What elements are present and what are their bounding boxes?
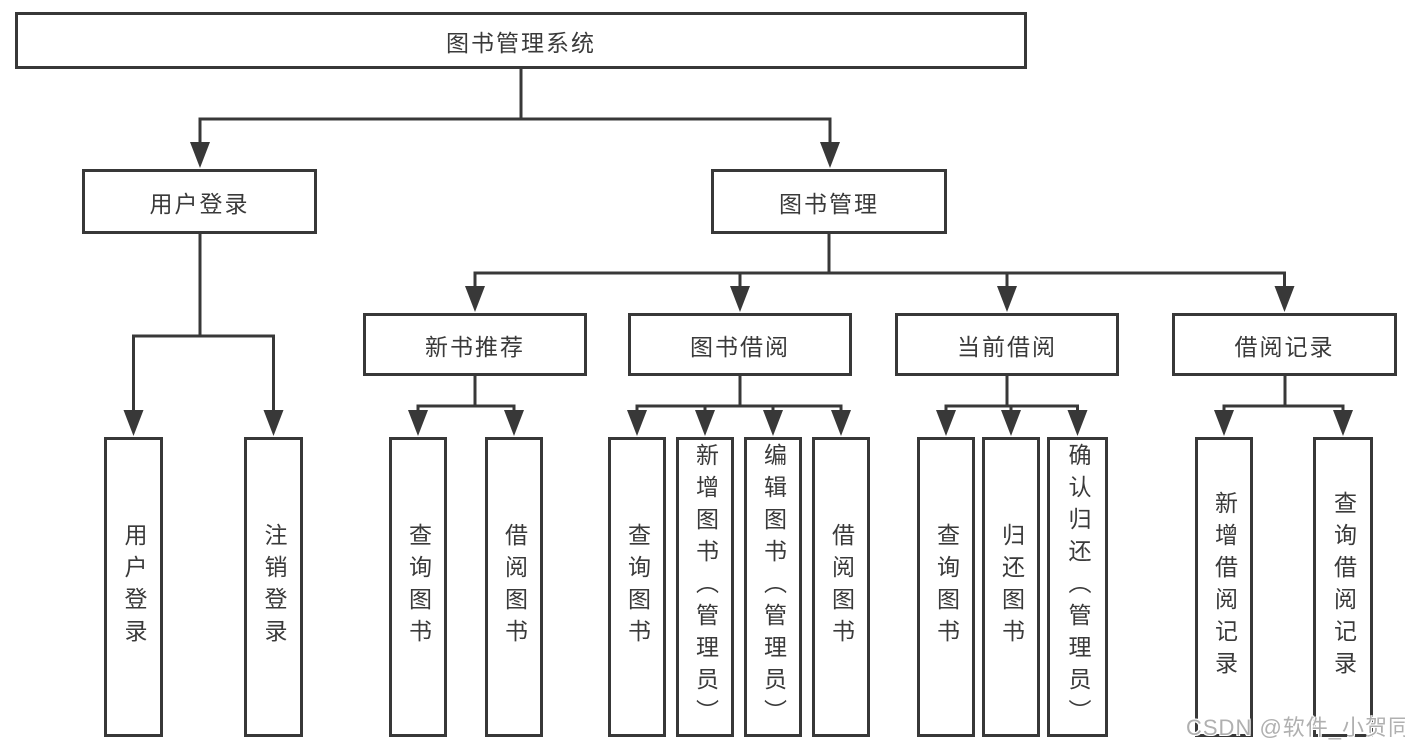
node-current-borrowing: 当前借阅 bbox=[895, 313, 1119, 376]
leaf-query-books-recommend: 查询图书 bbox=[389, 437, 447, 737]
csdn-watermark: CSDN @软件_小贺同学 bbox=[1186, 715, 1405, 740]
node-label: 新增图书（管理员） bbox=[692, 443, 719, 731]
node-label: 图书借阅 bbox=[690, 333, 790, 360]
node-label: 新书推荐 bbox=[425, 333, 525, 360]
leaf-return-books: 归还图书 bbox=[982, 437, 1040, 737]
leaf-logout: 注销登录 bbox=[244, 437, 303, 737]
leaf-query-borrow-record: 查询借阅记录 bbox=[1313, 437, 1373, 737]
leaf-edit-book-admin: 编辑图书（管理员） bbox=[744, 437, 802, 737]
leaf-query-books-current: 查询图书 bbox=[917, 437, 975, 737]
node-book-borrowing: 图书借阅 bbox=[628, 313, 852, 376]
node-user-login: 用户登录 bbox=[82, 169, 317, 234]
node-label: 借阅图书 bbox=[501, 523, 528, 651]
node-label: 归还图书 bbox=[998, 523, 1025, 651]
node-label: 注销登录 bbox=[261, 523, 287, 651]
leaf-confirm-return-admin: 确认归还（管理员） bbox=[1047, 437, 1108, 737]
node-label: 查询图书 bbox=[405, 523, 432, 651]
node-new-book-recommendation: 新书推荐 bbox=[363, 313, 587, 376]
node-label: 查询图书 bbox=[933, 523, 960, 651]
node-label: 用户登录 bbox=[149, 190, 250, 217]
node-label: 查询图书 bbox=[624, 523, 651, 651]
node-label: 借阅记录 bbox=[1234, 333, 1335, 360]
node-label: 查询借阅记录 bbox=[1330, 491, 1357, 683]
node-borrowing-records: 借阅记录 bbox=[1172, 313, 1397, 376]
node-book-management: 图书管理 bbox=[711, 169, 947, 234]
node-label: 借阅图书 bbox=[828, 523, 855, 651]
node-label: 图书管理系统 bbox=[446, 29, 596, 56]
leaf-user-login: 用户登录 bbox=[104, 437, 163, 737]
leaf-borrow-books-recommend: 借阅图书 bbox=[485, 437, 543, 737]
leaf-query-books-borrowing: 查询图书 bbox=[608, 437, 666, 737]
node-label: 新增借阅记录 bbox=[1211, 491, 1238, 683]
node-label: 确认归还（管理员） bbox=[1065, 443, 1091, 731]
leaf-add-borrow-record: 新增借阅记录 bbox=[1195, 437, 1253, 737]
node-label: 图书管理 bbox=[779, 190, 879, 217]
node-library-management-system: 图书管理系统 bbox=[15, 12, 1027, 69]
node-label: 编辑图书（管理员） bbox=[760, 443, 787, 731]
node-label: 当前借阅 bbox=[957, 333, 1057, 360]
node-label: 用户登录 bbox=[121, 523, 147, 651]
leaf-add-book-admin: 新增图书（管理员） bbox=[676, 437, 734, 737]
leaf-borrow-books-borrowing: 借阅图书 bbox=[812, 437, 870, 737]
